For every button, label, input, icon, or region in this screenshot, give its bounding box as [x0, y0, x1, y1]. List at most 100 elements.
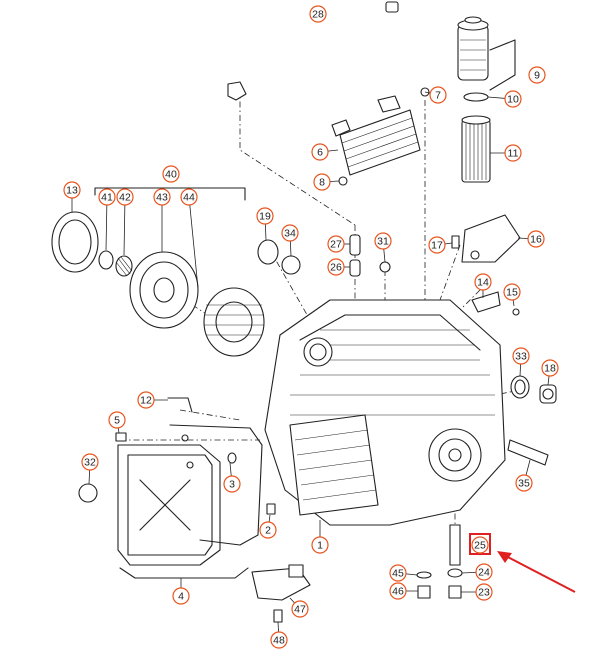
part-number-label: 27: [330, 239, 342, 251]
part-callout-10[interactable]: 10: [504, 90, 522, 108]
part-callout-45[interactable]: 45: [389, 564, 407, 582]
part-callout-12[interactable]: 12: [137, 391, 155, 409]
part-callout-8[interactable]: 8: [313, 173, 331, 191]
callout-circle: [172, 587, 190, 605]
callout-circle: [98, 188, 116, 206]
part-number-label: 5: [114, 415, 120, 427]
callout-circle: [116, 188, 134, 206]
part-callout-31[interactable]: 31: [374, 232, 392, 250]
part-callout-24[interactable]: 24: [475, 563, 493, 581]
part-number-label: 14: [477, 277, 489, 289]
part-number-label: 8: [319, 177, 325, 189]
part-callout-46[interactable]: 46: [389, 582, 407, 600]
part-number-label: 17: [431, 240, 443, 252]
callout-circle: [256, 207, 274, 225]
part-callout-32[interactable]: 32: [81, 453, 99, 471]
callout-circle: [512, 347, 530, 365]
part-number-label: 23: [478, 587, 490, 599]
callout-circle: [223, 475, 241, 493]
part-number-label: 33: [515, 351, 527, 363]
part-callout-25[interactable]: 25: [471, 536, 489, 554]
callout-circle: [162, 165, 180, 183]
callout-circle: [108, 411, 126, 429]
part-number-label: 16: [530, 234, 542, 246]
part-callout-18[interactable]: 18: [541, 359, 559, 377]
part-callout-2[interactable]: 2: [259, 521, 277, 539]
part-callout-43[interactable]: 43: [153, 188, 171, 206]
callout-circle: [327, 235, 345, 253]
part-number-label: 25: [474, 540, 486, 552]
part-number-label: 34: [284, 228, 296, 240]
part-callout-41[interactable]: 41: [98, 188, 116, 206]
part-callout-40[interactable]: 40: [162, 165, 180, 183]
part-callout-13[interactable]: 13: [63, 181, 81, 199]
part-number-label: 3: [229, 479, 235, 491]
part-callout-6[interactable]: 6: [311, 143, 329, 161]
part-callout-15[interactable]: 15: [503, 283, 521, 301]
sensor-bracket-drawing: [451, 214, 521, 316]
part-callout-5[interactable]: 5: [108, 411, 126, 429]
part-callout-28[interactable]: 28: [309, 5, 327, 23]
callout-circle: [527, 230, 545, 248]
callout-circle: [471, 536, 489, 554]
part-callout-4[interactable]: 4: [172, 587, 190, 605]
part-callout-34[interactable]: 34: [281, 224, 299, 242]
part-callout-7[interactable]: 7: [429, 86, 447, 104]
callout-circle: [429, 86, 447, 104]
part-callout-47[interactable]: 47: [291, 600, 309, 618]
highlight-arrow-head: [497, 551, 512, 563]
part-callout-16[interactable]: 16: [527, 230, 545, 248]
part-number-label: 40: [165, 169, 177, 181]
callout-circle: [504, 144, 522, 162]
callout-circle: [475, 563, 493, 581]
part-callout-27[interactable]: 27: [327, 235, 345, 253]
callout-circle: [515, 474, 533, 492]
part-callout-33[interactable]: 33: [512, 347, 530, 365]
part-number-label: 32: [84, 457, 96, 469]
clutch-pulley-drawing: [51, 187, 301, 357]
part-callout-17[interactable]: 17: [428, 236, 446, 254]
part-number-label: 47: [294, 604, 306, 616]
part-callout-44[interactable]: 44: [180, 188, 198, 206]
part-number-label: 13: [66, 185, 78, 197]
part-number-label: 1: [317, 540, 323, 552]
part-number-label: 2: [265, 525, 271, 537]
part-callout-1[interactable]: 1: [311, 536, 329, 554]
part-number-label: 31: [377, 236, 389, 248]
callout-circle: [309, 5, 327, 23]
part-number-label: 7: [435, 90, 441, 102]
part-number-label: 19: [259, 211, 271, 223]
part-callout-9[interactable]: 9: [528, 66, 546, 84]
part-callout-23[interactable]: 23: [475, 583, 493, 601]
part-number-label: 4: [178, 591, 184, 603]
oil-pan-drawing: [78, 397, 276, 579]
highlight-box: [469, 533, 491, 555]
callout-circle: [291, 600, 309, 618]
part-number-label: 9: [534, 70, 540, 82]
callout-circle: [281, 224, 299, 242]
oil-filter-assembly-drawing: [457, 16, 516, 183]
part-number-label: 11: [508, 148, 519, 160]
oil-cooler-drawing: [331, 87, 430, 186]
part-callout-48[interactable]: 48: [270, 631, 288, 649]
part-callout-3[interactable]: 3: [223, 475, 241, 493]
part-number-label: 46: [392, 586, 404, 598]
part-callout-42[interactable]: 42: [116, 188, 134, 206]
part-callout-19[interactable]: 19: [256, 207, 274, 225]
callout-circle: [503, 283, 521, 301]
part-callout-35[interactable]: 35: [515, 474, 533, 492]
part-callout-26[interactable]: 26: [327, 258, 345, 276]
part-callout-11[interactable]: 11: [504, 144, 522, 162]
callout-circle: [428, 236, 446, 254]
leader-line: [123, 196, 126, 256]
part-callout-14[interactable]: 14: [474, 273, 492, 291]
callout-circle: [504, 90, 522, 108]
callout-circle: [327, 258, 345, 276]
part-number-label: 15: [506, 287, 518, 299]
part-number-label: 28: [312, 9, 324, 21]
callout-circle: [389, 582, 407, 600]
part-number-label: 45: [392, 568, 404, 580]
